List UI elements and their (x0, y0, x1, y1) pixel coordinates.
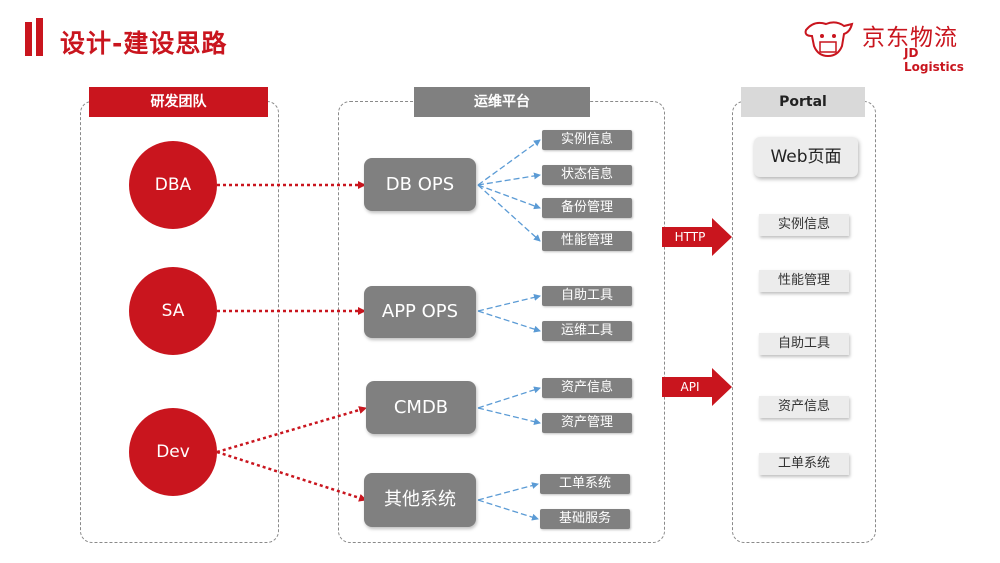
dbops-item2-connector (477, 172, 541, 186)
dbops-item3-connector (477, 184, 541, 210)
dbops-item4-connector (477, 184, 541, 242)
other-item2-connector (477, 499, 539, 521)
jd-logistics-logo: 京东物流 JD Logistics (800, 18, 975, 74)
db-item-backup-mgmt: 备份管理 (542, 198, 632, 218)
other-systems-box: 其他系统 (364, 473, 476, 527)
portal-item-self-tools: 自助工具 (759, 333, 849, 355)
app-item-self-tools: 自助工具 (542, 286, 632, 306)
portal-item-perf-mgmt: 性能管理 (759, 270, 849, 292)
role-dba-circle: DBA (129, 141, 217, 229)
db-item-perf-mgmt: 性能管理 (542, 231, 632, 251)
portal-header: Portal (741, 87, 865, 117)
appops-item1-connector (477, 294, 541, 312)
http-arrow (662, 218, 732, 256)
portal-item-instance-info: 实例信息 (759, 214, 849, 236)
dbops-item1-connector (477, 139, 541, 186)
dev-to-cmdb-arrow (216, 406, 367, 454)
app-item-ops-tools: 运维工具 (542, 321, 632, 341)
dev-team-header: 研发团队 (89, 87, 268, 117)
cmdb-item-asset-mgmt: 资产管理 (542, 413, 632, 433)
db-ops-box: DB OPS (364, 158, 476, 211)
logo-text-en: JD Logistics (904, 46, 964, 74)
app-ops-box: APP OPS (364, 286, 476, 338)
cmdb-item-asset-info: 资产信息 (542, 378, 632, 398)
title-accent-bars (25, 18, 49, 56)
api-arrow (662, 368, 732, 406)
dog-mascot-icon (804, 21, 854, 58)
dev-to-other-arrow (216, 450, 367, 502)
slide-title: 设计-建设思路 (60, 29, 228, 58)
cmdb-box: CMDB (366, 381, 476, 434)
ops-platform-header: 运维平台 (414, 87, 590, 117)
portal-item-asset-info: 资产信息 (759, 396, 849, 418)
other-item1-connector (477, 482, 539, 501)
http-label: HTTP (674, 230, 706, 244)
other-item-ticket-system: 工单系统 (540, 474, 630, 494)
portal-item-ticket-system: 工单系统 (759, 453, 849, 475)
role-sa-circle: SA (129, 267, 217, 355)
other-item-base-services: 基础服务 (540, 509, 630, 529)
logo-text-cn: 京东物流 (862, 25, 958, 51)
appops-item2-connector (477, 310, 541, 333)
cmdb-item2-connector (477, 407, 541, 425)
db-item-status-info: 状态信息 (542, 165, 632, 185)
api-label: API (680, 380, 700, 394)
db-item-instance-info: 实例信息 (542, 130, 632, 150)
portal-web-page: Web页面 (754, 137, 858, 177)
cmdb-item1-connector (477, 386, 541, 409)
role-dev-circle: Dev (129, 408, 217, 496)
